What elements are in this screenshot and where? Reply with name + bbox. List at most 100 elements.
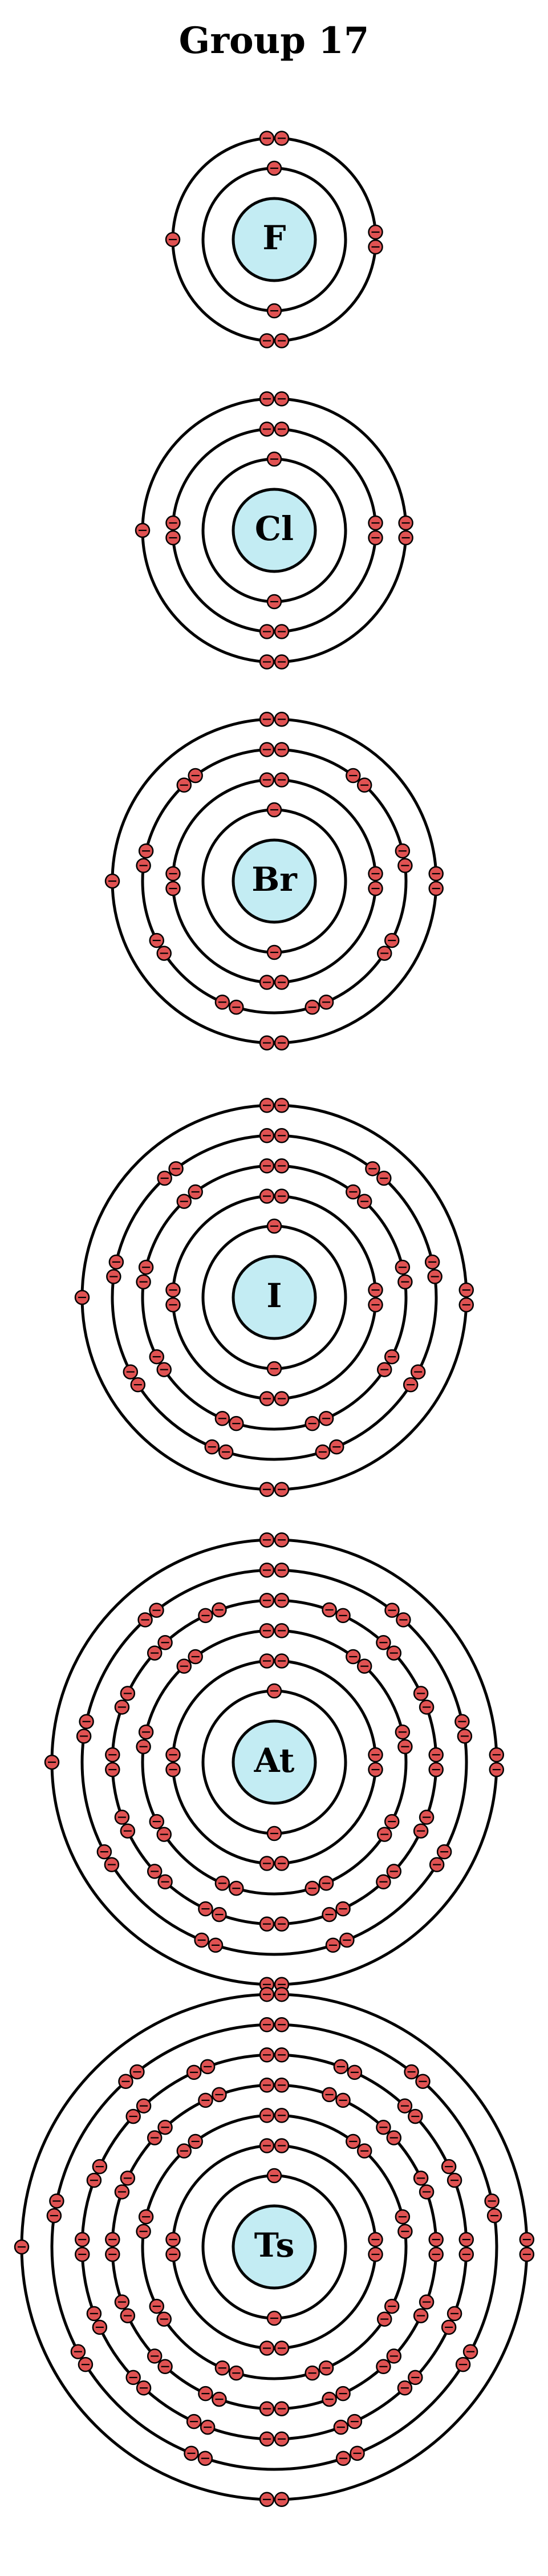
electron <box>149 1349 165 1365</box>
electron <box>92 2159 108 2175</box>
electron <box>266 594 282 610</box>
electron-shell <box>106 1128 443 1461</box>
electron <box>397 858 413 873</box>
electron <box>259 1653 275 1669</box>
electron <box>347 2413 363 2429</box>
electron <box>322 2391 337 2407</box>
electron <box>274 712 290 727</box>
electron <box>200 2419 216 2435</box>
electron <box>410 1364 426 1380</box>
electron <box>114 1699 130 1715</box>
electron-shell <box>136 742 413 1015</box>
electron <box>259 1188 275 1204</box>
electron <box>454 1714 470 1729</box>
electron <box>335 1608 351 1624</box>
electron <box>346 2133 361 2149</box>
electron <box>436 1844 452 1860</box>
electron <box>259 391 275 407</box>
element-symbol: I <box>266 1276 282 1315</box>
electron <box>458 1297 474 1313</box>
electron <box>274 1128 290 1143</box>
electron <box>44 1754 60 1770</box>
electron <box>356 777 372 793</box>
electron <box>165 2246 181 2262</box>
electron <box>441 2319 457 2335</box>
electron <box>198 2386 213 2401</box>
electron <box>259 1916 275 1932</box>
electron <box>188 1184 203 1200</box>
electron <box>274 1593 290 1608</box>
atom-i: I <box>74 1098 474 1497</box>
electron <box>259 624 275 639</box>
electron <box>274 1035 290 1050</box>
electron <box>165 866 181 882</box>
electron <box>138 1259 154 1275</box>
electron <box>149 1603 164 1618</box>
electron <box>274 2078 290 2093</box>
electron <box>259 2138 275 2153</box>
electron <box>186 2413 202 2429</box>
electron-shell <box>74 1098 474 1497</box>
electron <box>398 530 413 546</box>
electron-shell <box>135 391 413 670</box>
atom-at: At <box>44 1532 505 1993</box>
electron <box>165 515 181 531</box>
electron <box>266 1361 282 1377</box>
electron <box>413 1823 429 1839</box>
electron <box>322 1602 337 1618</box>
electron-shell <box>165 772 383 990</box>
electron <box>259 772 275 788</box>
electron <box>274 1986 290 2002</box>
electron <box>149 2298 165 2314</box>
electron <box>458 2246 474 2262</box>
electron <box>125 2370 141 2386</box>
electron <box>346 768 361 784</box>
electron <box>194 1932 209 1948</box>
electron <box>198 1608 213 1624</box>
electron <box>114 2184 130 2200</box>
atom-ts: Ts <box>14 1986 535 2508</box>
electron <box>274 333 290 348</box>
electron <box>229 2365 244 2381</box>
electron <box>274 975 290 990</box>
electron <box>149 1814 165 1829</box>
electron <box>147 2130 163 2145</box>
electron <box>428 1747 444 1763</box>
electron <box>384 1349 400 1365</box>
electron <box>266 160 282 176</box>
electron <box>186 2064 202 2080</box>
electron <box>96 1844 112 1860</box>
electron <box>519 2232 535 2248</box>
electron <box>419 2184 435 2200</box>
electron <box>368 224 383 240</box>
electron <box>413 2308 429 2323</box>
electron <box>368 515 383 531</box>
electron <box>274 1623 290 1638</box>
electron <box>149 932 165 948</box>
electron-shell <box>105 2078 444 2416</box>
electron <box>266 802 282 818</box>
electron <box>198 1901 213 1917</box>
electron <box>147 2348 163 2364</box>
electron <box>384 1814 400 1829</box>
electron <box>75 2246 90 2262</box>
electron <box>274 1856 290 1871</box>
electron <box>157 2359 173 2375</box>
electron <box>259 2340 275 2356</box>
electron <box>120 1686 136 1701</box>
electron <box>376 1362 392 1377</box>
electron <box>446 2172 462 2188</box>
electron <box>274 1653 290 1669</box>
electron <box>214 1876 230 1891</box>
element-symbol: Cl <box>255 509 294 548</box>
electron <box>266 451 282 467</box>
electron <box>457 1729 473 1744</box>
electron <box>408 2370 423 2386</box>
electron <box>274 1158 290 1174</box>
electron <box>259 1128 275 1143</box>
electron <box>157 1634 173 1650</box>
element-symbol: F <box>262 218 286 257</box>
electron <box>136 2098 152 2113</box>
electron <box>397 1274 413 1289</box>
electron <box>214 2360 230 2376</box>
